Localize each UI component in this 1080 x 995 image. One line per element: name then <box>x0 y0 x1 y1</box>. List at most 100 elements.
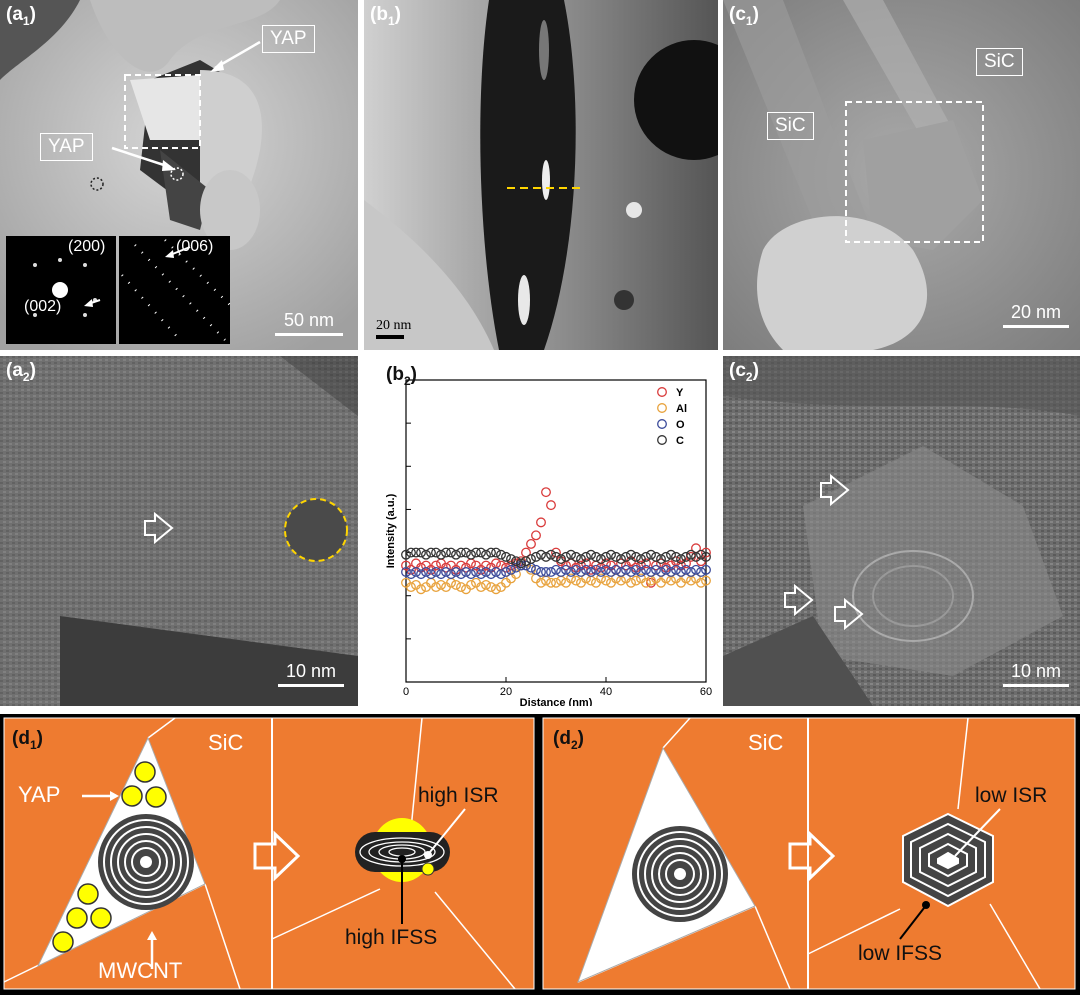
data-point-O <box>456 569 466 580</box>
c1-micrograph <box>723 0 1080 350</box>
legend-label-Y: Y <box>676 387 684 399</box>
data-point-O <box>406 569 416 580</box>
legend-marker-C <box>657 435 667 445</box>
data-point-C <box>596 554 606 564</box>
data-point-C <box>471 547 481 558</box>
d1-high-isr-label: high ISR <box>418 784 499 807</box>
b2-panel-label: (b2) <box>386 364 417 388</box>
data-point-O <box>611 564 621 575</box>
data-point-C <box>461 547 471 558</box>
data-point-C <box>616 554 626 564</box>
a1-micrograph <box>0 0 358 350</box>
data-point-O <box>666 567 676 577</box>
data-point-Al <box>546 577 556 588</box>
data-point-Y <box>406 564 416 575</box>
data-point-Al <box>601 575 611 586</box>
legend-marker-Y <box>657 387 667 397</box>
x-axis-label: Distance (nm) <box>520 697 593 706</box>
data-point-Al <box>416 584 426 595</box>
data-point-O <box>441 567 451 577</box>
data-point-C <box>436 549 446 560</box>
data-point-Y <box>481 560 491 571</box>
panel-b1-tem-image: (b1) 20 nm <box>364 0 718 350</box>
data-point-C <box>466 549 476 560</box>
data-point-C <box>676 554 686 564</box>
data-point-C <box>606 549 616 560</box>
a2-scale-bar: 10 nm <box>278 661 344 687</box>
panel-c1-tem-image: (c1) SiC SiC 20 nm <box>723 0 1080 350</box>
data-point-C <box>431 547 441 558</box>
data-point-Al <box>666 575 676 586</box>
data-point-O <box>431 567 441 577</box>
x-tick-label: 40 <box>600 686 612 698</box>
data-point-Al <box>466 579 476 590</box>
d2-low-ifss-label: low IFSS <box>858 942 943 965</box>
data-point-Al <box>556 575 566 586</box>
data-point-O <box>561 564 571 575</box>
data-point-Y <box>536 517 546 528</box>
data-point-Y <box>531 530 541 541</box>
data-point-C <box>661 551 671 562</box>
data-point-C <box>521 556 531 567</box>
d2-panel-label: (d2) <box>553 728 584 752</box>
data-point-C <box>641 551 651 562</box>
data-point-O <box>686 567 696 577</box>
data-point-Al <box>586 575 596 586</box>
data-point-C <box>421 549 431 560</box>
c1-scale-bar: 20 nm <box>1003 302 1069 328</box>
panel-c2-hrtem-image: (c2) 10 nm <box>723 356 1080 706</box>
data-point-O <box>521 560 531 571</box>
b1-micrograph <box>364 0 718 350</box>
data-point-C <box>406 547 416 558</box>
legend-label-C: C <box>676 435 684 447</box>
x-tick-label: 0 <box>403 686 409 698</box>
data-point-O <box>491 567 501 577</box>
data-point-C <box>586 549 596 560</box>
c1-panel-label: (c1) <box>729 4 759 28</box>
data-point-C <box>506 554 516 564</box>
data-point-C <box>496 549 506 560</box>
data-point-C <box>581 551 591 562</box>
data-point-O <box>486 569 496 580</box>
data-point-O <box>461 567 471 577</box>
data-point-Al <box>641 577 651 588</box>
data-point-O <box>571 564 581 575</box>
data-point-O <box>416 569 426 580</box>
x-tick-label: 60 <box>700 686 712 698</box>
x-tick-label: 20 <box>500 686 512 698</box>
data-point-C <box>451 549 461 560</box>
a1-scale-bar: 50 nm <box>275 310 343 336</box>
data-point-C <box>656 554 666 564</box>
data-point-Al <box>631 575 641 586</box>
c1-sic-right-label: SiC <box>976 48 1023 76</box>
data-point-C <box>501 551 511 562</box>
data-point-O <box>636 567 646 577</box>
a1-yap-left-label: YAP <box>40 133 93 161</box>
saed-200-label: (200) <box>68 238 106 255</box>
data-point-O <box>631 564 641 575</box>
data-point-O <box>691 564 701 575</box>
data-point-Y <box>541 487 551 498</box>
data-point-Al <box>436 579 446 590</box>
data-point-C <box>456 547 466 558</box>
data-point-C <box>416 547 426 558</box>
data-point-Y <box>551 547 561 558</box>
data-point-C <box>516 558 526 569</box>
data-point-O <box>641 564 651 575</box>
data-point-O <box>541 567 551 577</box>
data-point-C <box>401 549 411 560</box>
a1-yap-top-label: YAP <box>262 25 315 53</box>
d2-low-isr-label: low ISR <box>975 784 1048 807</box>
data-point-C <box>626 549 636 560</box>
data-point-C <box>681 551 691 562</box>
data-point-O <box>651 564 661 575</box>
legend-marker-O <box>657 419 667 429</box>
data-point-O <box>481 567 491 577</box>
d1-panel-label: (d1) <box>12 728 43 752</box>
data-point-C <box>481 549 491 560</box>
data-point-O <box>701 564 711 575</box>
data-point-O <box>531 564 541 575</box>
d1-high-ifss-label: high IFSS <box>345 926 438 949</box>
